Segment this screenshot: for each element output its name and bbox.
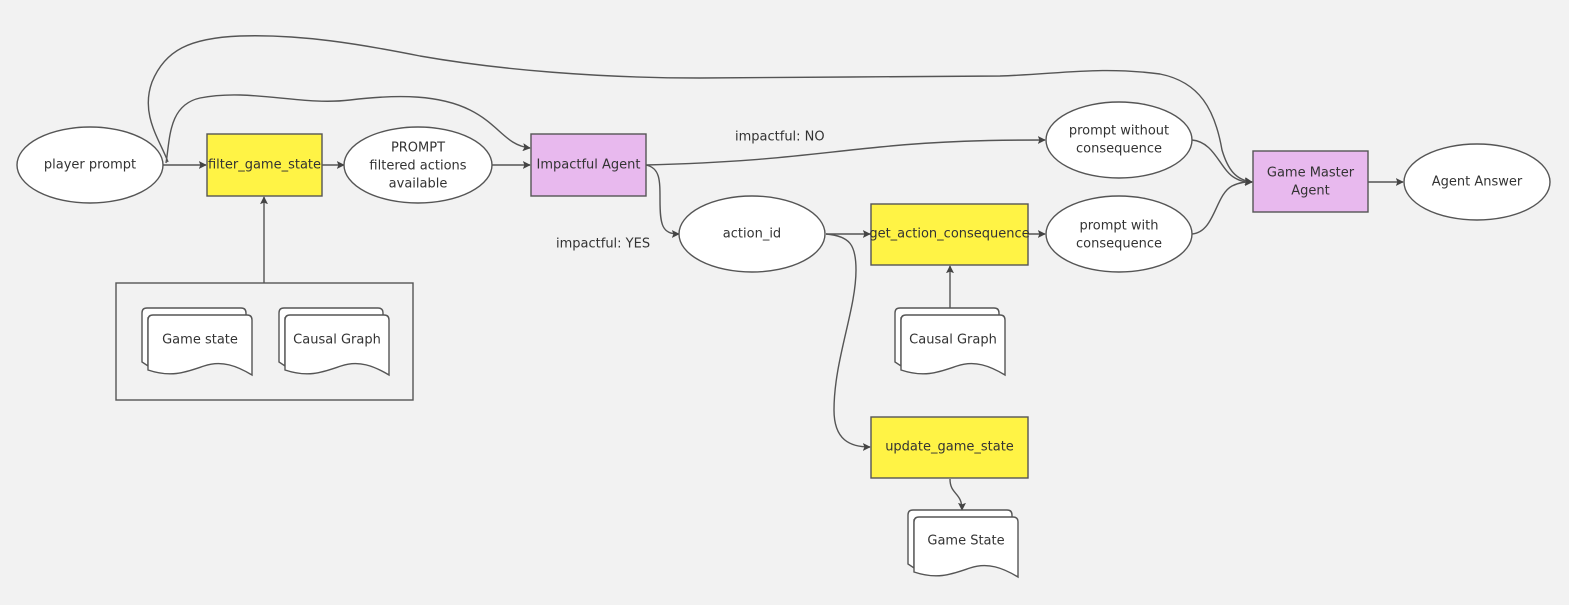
edges — [147, 35, 1404, 511]
node-prompt-with-line-1: prompt with — [1080, 219, 1159, 234]
node-player-prompt[interactable]: player prompt — [16, 126, 164, 204]
node-impactful-agent[interactable]: Impactful Agent — [530, 133, 647, 197]
node-prompt-filtered-line-1: PROMPT — [391, 141, 445, 156]
node-filter-game-state-label: filter_game_state — [208, 158, 321, 173]
node-prompt-filtered-line-2: filtered actions — [369, 159, 466, 174]
node-update-game-state-label: update_game_state — [885, 440, 1014, 455]
node-prompt-with-consequence[interactable]: prompt with consequence — [1045, 195, 1193, 273]
edge-label-impactful-no: impactful: NO — [735, 130, 825, 145]
edge-prompt-with-to-game-master — [1191, 178, 1253, 235]
document-causal-graph-group[interactable]: Causal Graph — [278, 307, 390, 377]
node-impactful-agent-label: Impactful Agent — [537, 158, 641, 173]
node-prompt-filtered-line-3: available — [389, 177, 448, 192]
document-causal-graph-group-label: Causal Graph — [293, 333, 381, 348]
edge-player-prompt-to-impactful-agent — [165, 94, 531, 164]
document-game-state-output-label: Game State — [927, 534, 1004, 549]
edge-player-prompt-to-game-master — [147, 35, 1253, 186]
node-filter-game-state[interactable]: filter_game_state — [206, 133, 323, 197]
document-game-state[interactable]: Game state — [141, 307, 253, 377]
node-prompt-without-line-1: prompt without — [1069, 124, 1169, 139]
document-causal-graph-label: Causal Graph — [909, 333, 997, 348]
node-get-action-consequence[interactable]: get_action_consequence — [869, 203, 1030, 266]
document-causal-graph[interactable]: Causal Graph — [894, 307, 1006, 377]
node-game-master-line-2: Agent — [1291, 184, 1329, 199]
node-prompt-with-line-2: consequence — [1076, 237, 1162, 252]
document-game-state-output[interactable]: Game State — [907, 509, 1019, 579]
node-action-id[interactable]: action_id — [678, 195, 826, 273]
node-game-master-line-1: Game Master — [1267, 166, 1355, 181]
node-get-action-consequence-label: get_action_consequence — [869, 227, 1029, 242]
edge-label-impactful-yes: impactful: YES — [556, 237, 650, 252]
edge-impactful-no — [645, 136, 1046, 166]
data-sources-group — [115, 282, 414, 401]
node-game-master-agent[interactable]: Game Master Agent — [1252, 150, 1369, 213]
node-action-id-label: action_id — [723, 227, 781, 242]
node-player-prompt-label: player prompt — [44, 158, 136, 173]
node-update-game-state[interactable]: update_game_state — [870, 416, 1029, 479]
node-prompt-without-consequence[interactable]: prompt without consequence — [1045, 101, 1193, 179]
edge-impactful-yes — [645, 164, 680, 238]
node-prompt-without-line-2: consequence — [1076, 142, 1162, 157]
edge-update-game-state-to-game-state-doc — [949, 478, 966, 511]
node-agent-answer-label: Agent Answer — [1432, 175, 1523, 190]
node-agent-answer[interactable]: Agent Answer — [1403, 143, 1551, 221]
document-game-state-label: Game state — [162, 333, 238, 348]
node-prompt-filtered-actions[interactable]: PROMPT filtered actions available — [343, 126, 493, 204]
edge-action-id-to-update-game-state — [825, 233, 871, 451]
